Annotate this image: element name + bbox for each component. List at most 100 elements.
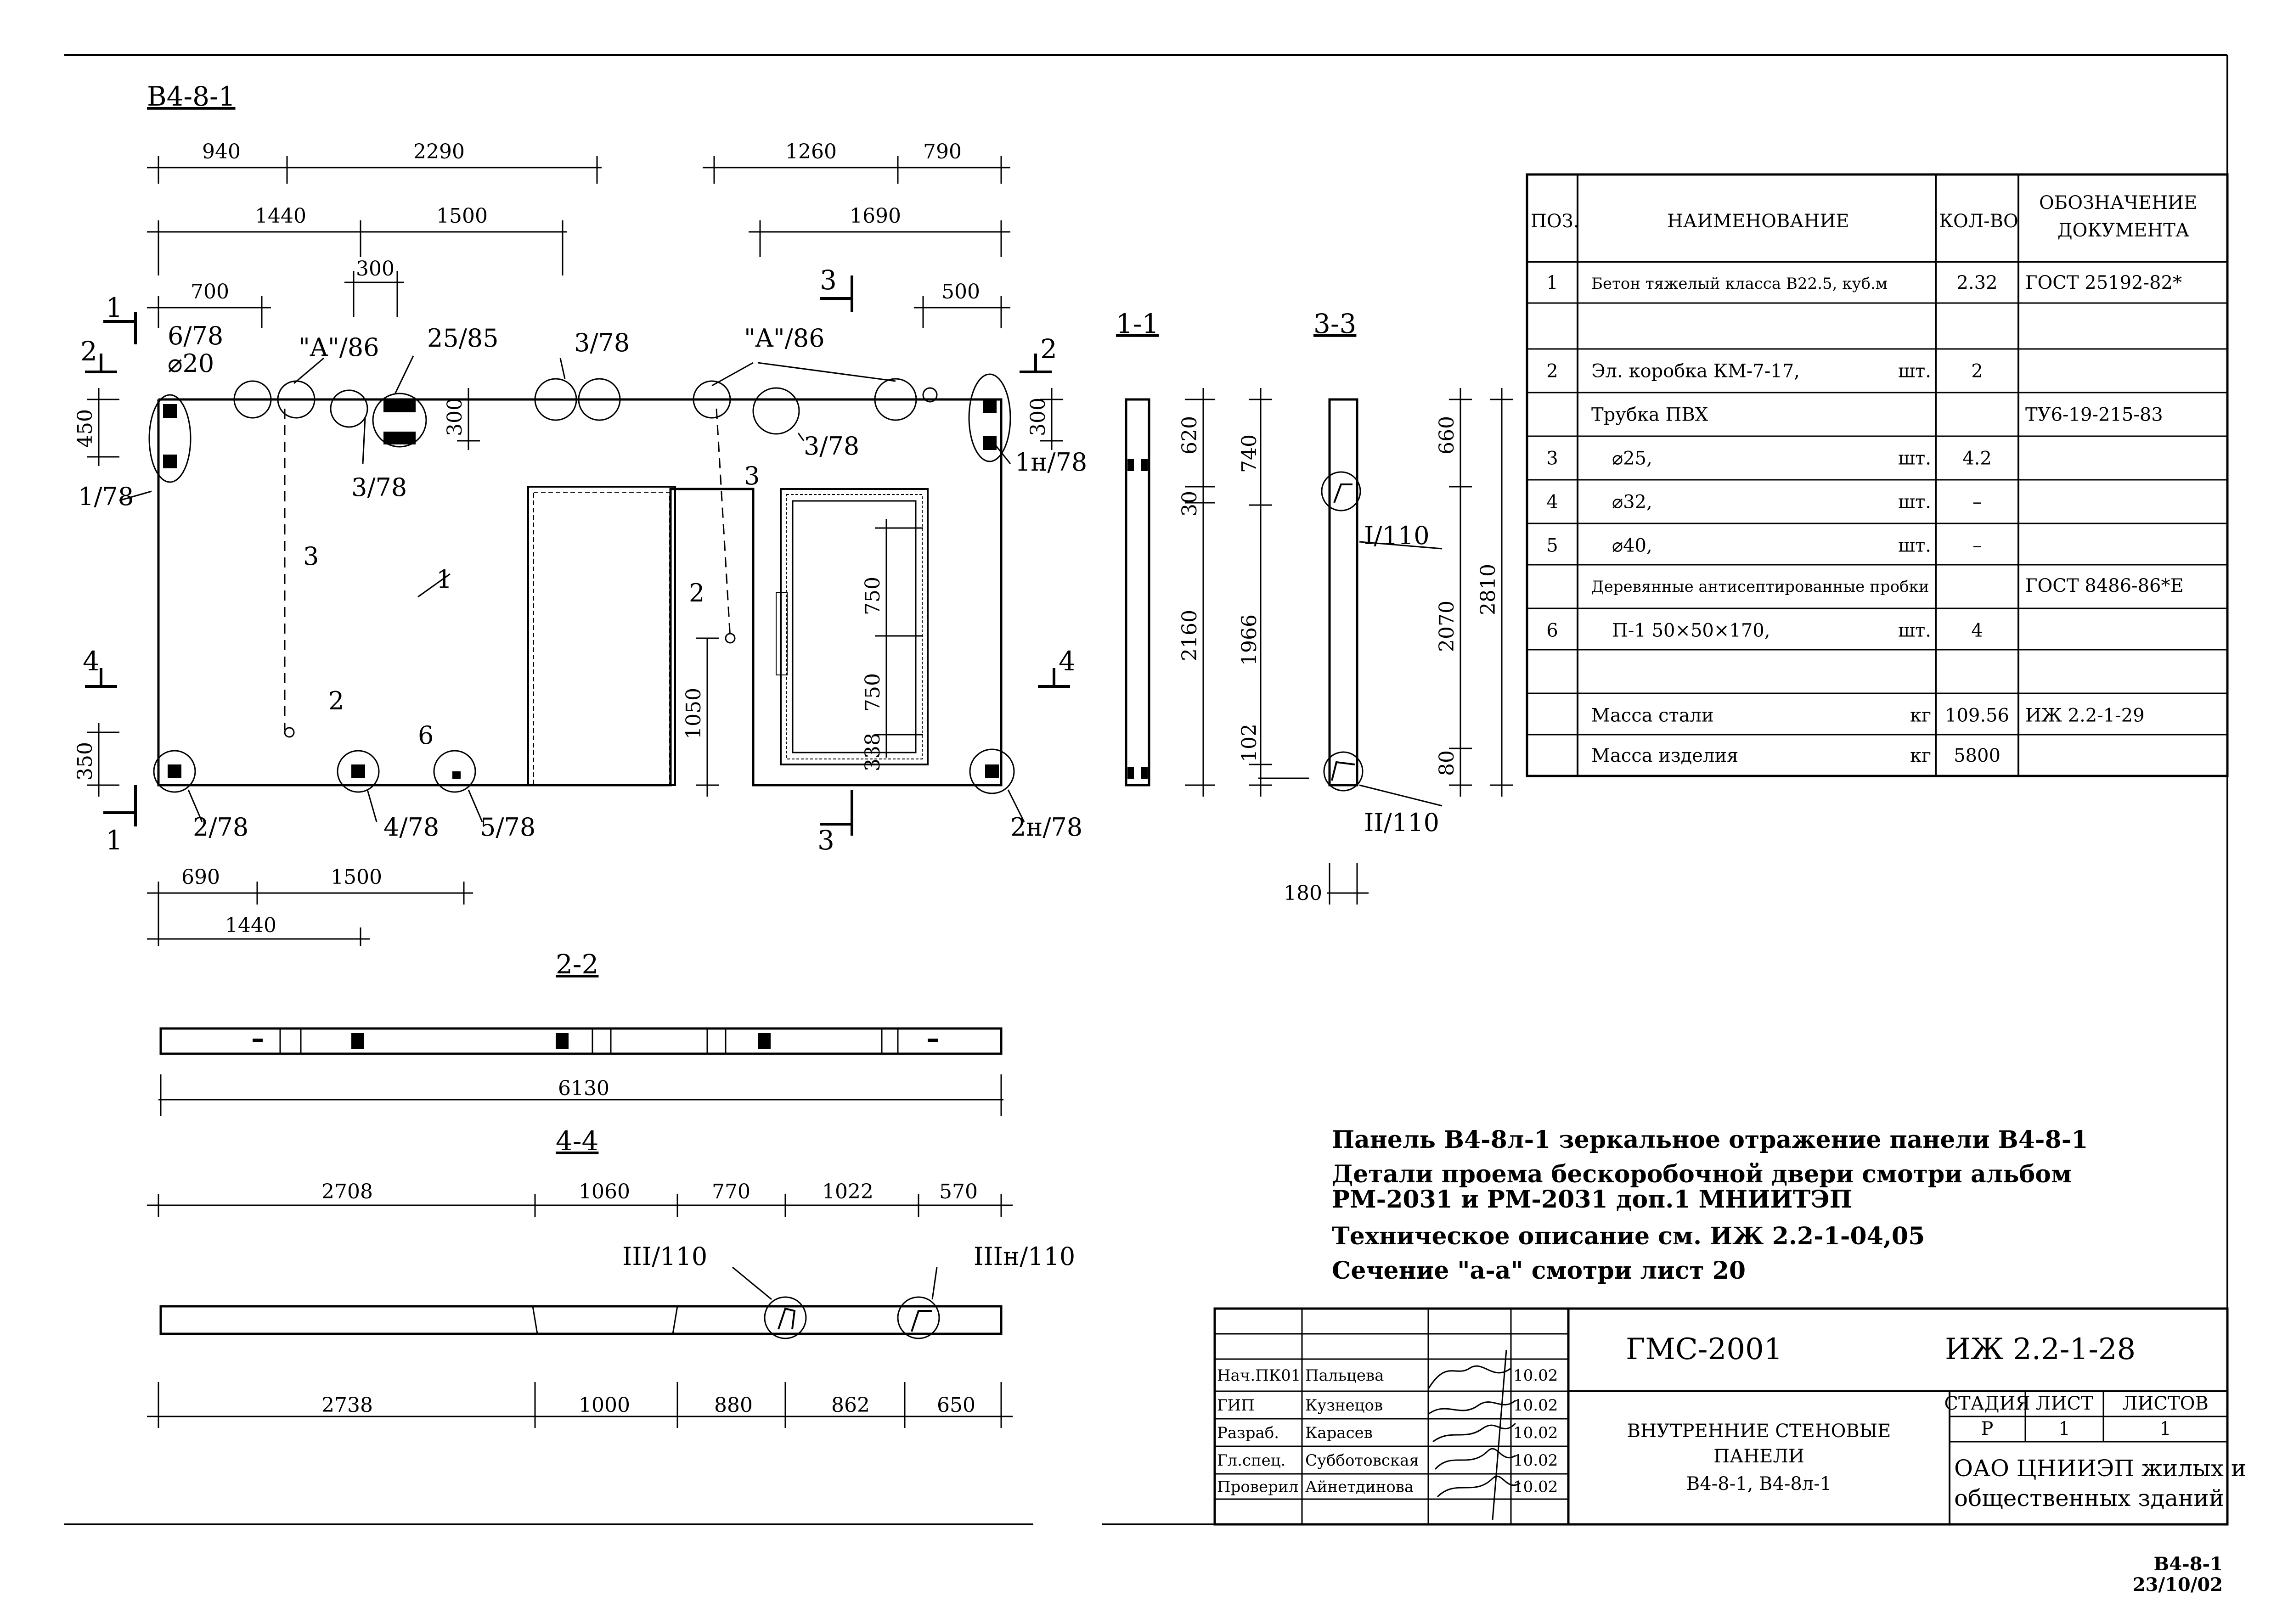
svg-text:"A"/86: "A"/86 bbox=[299, 333, 379, 362]
section-2-2: 2-2 6130 bbox=[158, 949, 1003, 1116]
svg-text:III/110: III/110 bbox=[622, 1242, 707, 1271]
svg-text:ИЖ 2.2-1-28: ИЖ 2.2-1-28 bbox=[1945, 1332, 2136, 1366]
tb-name: Пальцева bbox=[1305, 1366, 1384, 1385]
svg-text:1-1: 1-1 bbox=[1116, 308, 1159, 339]
spec-row-qty: 4.2 bbox=[1962, 448, 1992, 469]
svg-text:1050: 1050 bbox=[682, 688, 705, 739]
spec-row-name: ⌀40, bbox=[1612, 535, 1652, 556]
svg-text:ЛИСТ: ЛИСТ bbox=[2035, 1393, 2093, 1414]
svg-text:3-3: 3-3 bbox=[1313, 308, 1356, 339]
svg-text:750: 750 bbox=[861, 673, 885, 712]
svg-text:ПАНЕЛИ: ПАНЕЛИ bbox=[1713, 1446, 1804, 1467]
svg-text:940: 940 bbox=[202, 140, 241, 163]
signatures bbox=[1427, 1349, 1521, 1520]
svg-text:"A"/86: "A"/86 bbox=[744, 324, 825, 353]
spec-row-qty: 5800 bbox=[1954, 745, 2001, 766]
tb-role: ГИП bbox=[1217, 1396, 1255, 1415]
svg-text:2070: 2070 bbox=[1435, 601, 1459, 652]
svg-text:В4-8-1, В4-8л-1: В4-8-1, В4-8л-1 bbox=[1686, 1473, 1832, 1495]
spec-row-unit: кг bbox=[1910, 745, 1931, 766]
svg-text:общественных зданий: общественных зданий bbox=[1954, 1485, 2224, 1512]
svg-text:338: 338 bbox=[861, 733, 885, 771]
svg-text:2н/78: 2н/78 bbox=[1010, 813, 1082, 842]
spec-row-name: Масса стали bbox=[1591, 705, 1714, 726]
spec-row-qty: 109.56 bbox=[1945, 705, 2009, 726]
svg-text:4/78: 4/78 bbox=[383, 813, 439, 842]
svg-text:IIIн/110: IIIн/110 bbox=[974, 1242, 1075, 1271]
tb-name: Кузнецов bbox=[1305, 1396, 1383, 1415]
svg-text:2-2: 2-2 bbox=[556, 949, 598, 980]
panel-elevation: 940 2290 1440 1500 300 700 1260 790 1690… bbox=[73, 140, 1087, 946]
svg-text:2: 2 bbox=[80, 336, 97, 367]
drawing-title: В4-8-1 bbox=[147, 81, 236, 112]
spec-row-unit: шт. bbox=[1898, 535, 1931, 556]
tb-role: Нач.ПК01 bbox=[1217, 1366, 1301, 1385]
svg-text:862: 862 bbox=[831, 1394, 870, 1417]
spec-row-pos: 6 bbox=[1546, 620, 1558, 641]
spec-row-doc: ГОСТ 8486-86*Е bbox=[2025, 575, 2184, 596]
svg-text:3: 3 bbox=[820, 264, 837, 296]
svg-text:660: 660 bbox=[1435, 416, 1459, 455]
svg-text:II/110: II/110 bbox=[1364, 808, 1439, 837]
svg-text:В4-8-1: В4-8-1 bbox=[2153, 1553, 2223, 1575]
svg-text:690: 690 bbox=[181, 865, 220, 889]
section-marks: 1 1 2 2 3 3 4 4 bbox=[80, 264, 1076, 856]
svg-text:2/78: 2/78 bbox=[193, 813, 248, 842]
elevation-dims: 940 2290 1440 1500 300 700 1260 790 1690… bbox=[73, 140, 1050, 937]
spec-table: ПОЗ. НАИМЕНОВАНИЕ КОЛ-ВО ОБОЗНАЧЕНИЕ ДОК… bbox=[1526, 173, 2229, 777]
tb-date: 10.02 bbox=[1513, 1451, 1558, 1470]
svg-text:2160: 2160 bbox=[1178, 610, 1201, 661]
svg-text:700: 700 bbox=[191, 280, 229, 303]
svg-text:3: 3 bbox=[817, 825, 834, 856]
tb-name: Карасев bbox=[1305, 1424, 1373, 1442]
spec-row-qty: 4 bbox=[1971, 620, 1983, 641]
svg-text:750: 750 bbox=[861, 577, 885, 615]
svg-text:2: 2 bbox=[1040, 333, 1057, 365]
svg-text:1440: 1440 bbox=[255, 204, 306, 228]
svg-text:1060: 1060 bbox=[579, 1180, 630, 1203]
spec-row-unit: шт. bbox=[1898, 620, 1931, 641]
spec-row-name: ⌀32, bbox=[1612, 492, 1652, 513]
svg-text:ДОКУМЕНТА: ДОКУМЕНТА bbox=[2057, 220, 2189, 241]
svg-text:ЛИСТОВ: ЛИСТОВ bbox=[2122, 1393, 2209, 1414]
spec-row-unit: шт. bbox=[1898, 492, 1931, 513]
tb-name: Айнетдинова bbox=[1305, 1478, 1414, 1496]
svg-text:1: 1 bbox=[106, 292, 123, 323]
spec-row-name: Деревянные антисептированные пробки bbox=[1591, 578, 1929, 596]
notes: Панель В4-8л-1 зеркальное отражение пане… bbox=[1332, 1126, 2088, 1285]
svg-text:740: 740 bbox=[1238, 434, 1261, 473]
svg-text:3: 3 bbox=[744, 461, 760, 490]
svg-text:2810: 2810 bbox=[1476, 564, 1500, 615]
svg-text:2738: 2738 bbox=[321, 1394, 373, 1417]
svg-text:650: 650 bbox=[937, 1394, 975, 1417]
tb-role: Гл.спец. bbox=[1217, 1451, 1285, 1470]
section-4-4: 4-4 2708 1060 770 1022 570 2738 1 bbox=[147, 1125, 1075, 1428]
spec-row-unit: кг bbox=[1910, 705, 1931, 726]
spec-row-name: Эл. коробка КМ-7-17, bbox=[1591, 361, 1800, 382]
svg-text:25/85: 25/85 bbox=[427, 324, 499, 353]
svg-text:300: 300 bbox=[356, 257, 394, 281]
svg-text:1260: 1260 bbox=[785, 140, 837, 163]
svg-text:3/78: 3/78 bbox=[351, 473, 407, 502]
spec-row-qty: – bbox=[1972, 535, 1982, 556]
spec-row-name: Масса изделия bbox=[1591, 745, 1738, 766]
svg-text:КОЛ-ВО: КОЛ-ВО bbox=[1939, 211, 2018, 232]
svg-text:880: 880 bbox=[714, 1394, 753, 1417]
hatched-opening bbox=[776, 488, 929, 765]
svg-text:ВНУТРЕННИЕ СТЕНОВЫЕ: ВНУТРЕННИЕ СТЕНОВЫЕ bbox=[1627, 1421, 1891, 1442]
svg-text:Панель В4-8л-1 зеркальное отра: Панель В4-8л-1 зеркальное отражение пане… bbox=[1332, 1126, 2088, 1154]
spec-row-name: ⌀25, bbox=[1612, 448, 1652, 469]
svg-text:620: 620 bbox=[1178, 416, 1201, 455]
spec-row-pos: 2 bbox=[1546, 361, 1558, 382]
svg-text:1500: 1500 bbox=[331, 865, 382, 889]
svg-text:30: 30 bbox=[1178, 491, 1201, 517]
svg-text:350: 350 bbox=[73, 742, 97, 781]
svg-text:80: 80 bbox=[1435, 750, 1459, 776]
svg-text:500: 500 bbox=[941, 280, 980, 303]
svg-text:1: 1 bbox=[2159, 1418, 2171, 1439]
svg-text:570: 570 bbox=[939, 1180, 978, 1203]
tb-date: 10.02 bbox=[1513, 1478, 1558, 1496]
svg-text:6/78: 6/78 bbox=[168, 321, 223, 350]
spec-row-pos: 5 bbox=[1546, 535, 1558, 556]
